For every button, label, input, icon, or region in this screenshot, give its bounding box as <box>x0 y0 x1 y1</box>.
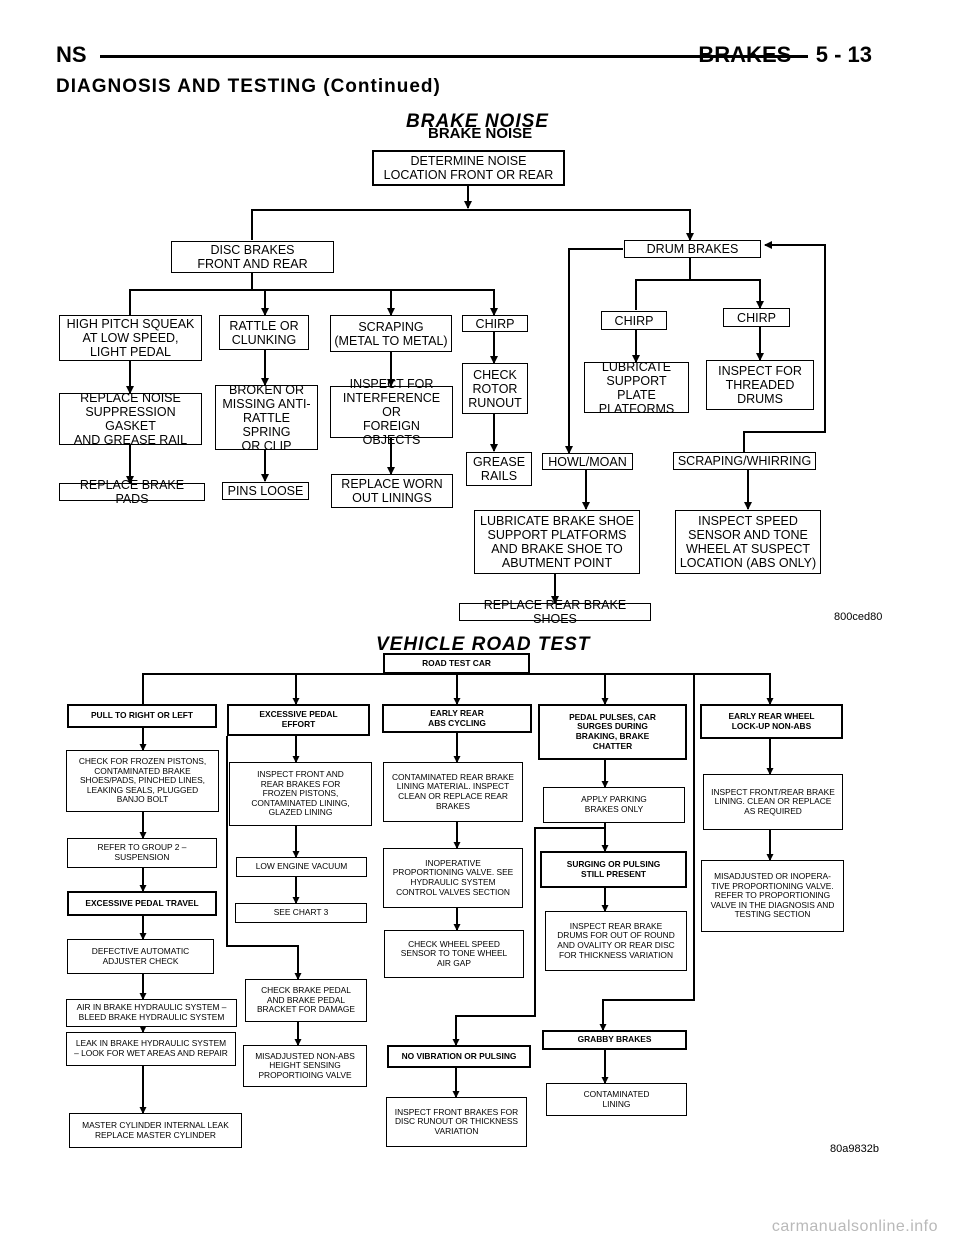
node-disc-brakes: DISC BRAKES FRONT AND REAR <box>171 241 334 273</box>
node-determine-noise: DETERMINE NOISE LOCATION FRONT OR REAR <box>372 150 565 186</box>
header-page-label: BRAKES 5 - 13 <box>698 42 872 67</box>
node-grabby-brakes: GRABBY BRAKES <box>542 1030 687 1050</box>
node-excessive-pedal-effort: EXCESSIVE PEDAL EFFORT <box>227 704 370 736</box>
node-early-rear-abs: EARLY REAR ABS CYCLING <box>382 704 532 733</box>
node-chirp-drum-left: CHIRP <box>601 311 667 330</box>
node-air-in-system: AIR IN BRAKE HYDRAULIC SYSTEM – BLEED BR… <box>66 999 237 1027</box>
node-road-test-car: ROAD TEST CAR <box>383 653 530 674</box>
header-rule <box>100 55 808 58</box>
node-inspect-front-disc: INSPECT FRONT BRAKES FOR DISC RUNOUT OR … <box>386 1097 527 1147</box>
node-rattle-clunking: RATTLE OR CLUNKING <box>219 315 309 350</box>
node-check-frozen-pistons: CHECK FOR FROZEN PISTONS, CONTAMINATED B… <box>66 750 219 812</box>
node-lubricate-support-plate: LUBRICATE SUPPORT PLATE PLATFORMS <box>584 360 689 416</box>
node-scraping-metal: SCRAPING (METAL TO METAL) <box>330 315 452 352</box>
node-inspect-front-rear: INSPECT FRONT AND REAR BRAKES FOR FROZEN… <box>229 762 372 826</box>
node-chirp-drum-right: CHIRP <box>723 308 790 327</box>
node-excessive-pedal-travel: EXCESSIVE PEDAL TRAVEL <box>67 891 217 916</box>
node-replace-worn-linings: REPLACE WORN OUT LININGS <box>331 474 453 508</box>
node-grease-rails: GREASE RAILS <box>466 452 532 486</box>
node-contaminated-lining: CONTAMINATED LINING <box>546 1083 687 1116</box>
road-test-figure-id: 80a9832b <box>830 1143 879 1155</box>
node-early-rear-lockup: EARLY REAR WHEEL LOCK-UP NON-ABS <box>700 704 843 739</box>
node-leak-in-system: LEAK IN BRAKE HYDRAULIC SYSTEM – LOOK FO… <box>66 1032 236 1066</box>
node-pins-loose: PINS LOOSE <box>222 482 309 500</box>
node-apply-parking: APPLY PARKING BRAKES ONLY <box>543 787 685 823</box>
node-low-engine-vacuum: LOW ENGINE VACUUM <box>236 857 367 877</box>
node-chirp-disc: CHIRP <box>462 315 528 332</box>
node-high-pitch-squeak: HIGH PITCH SQUEAK AT LOW SPEED, LIGHT PE… <box>59 315 202 361</box>
watermark-text: carmanualsonline.info <box>771 1218 938 1235</box>
node-drum-brakes: DRUM BRAKES <box>624 240 761 258</box>
brake-noise-figure-id: 800ced80 <box>834 611 883 623</box>
node-pedal-pulses: PEDAL PULSES, CAR SURGES DURING BRAKING,… <box>538 704 687 760</box>
node-master-cylinder: MASTER CYLINDER INTERNAL LEAK REPLACE MA… <box>69 1113 242 1148</box>
node-check-wheel-speed: CHECK WHEEL SPEED SENSOR TO TONE WHEEL A… <box>384 930 524 978</box>
node-inoperative-valve: INOPERATIVE PROPORTIONING VALVE. SEE HYD… <box>383 848 523 908</box>
node-check-brake-pedal: CHECK BRAKE PEDAL AND BRAKE PEDAL BRACKE… <box>245 979 367 1022</box>
node-misadjusted-valve: MISADJUSTED OR INOPERA- TIVE PROPORTIONI… <box>701 860 844 932</box>
node-misadjusted-non-abs: MISADJUSTED NON-ABS HEIGHT SENSING PROPO… <box>243 1045 367 1087</box>
node-defective-adjuster: DEFECTIVE AUTOMATIC ADJUSTER CHECK <box>67 939 214 974</box>
node-surging-pulsing: SURGING OR PULSING STILL PRESENT <box>540 851 687 888</box>
node-contaminated-rear: CONTAMINATED REAR BRAKE LINING MATERIAL.… <box>383 762 523 822</box>
node-inspect-rear-drums: INSPECT REAR BRAKE DRUMS FOR OUT OF ROUN… <box>545 911 687 971</box>
section-title: DIAGNOSIS AND TESTING (Continued) <box>56 76 441 97</box>
node-howl-moan: HOWL/MOAN <box>542 453 633 470</box>
brake-noise-subtitle: BRAKE NOISE <box>428 125 533 142</box>
node-lubricate-brake-shoe: LUBRICATE BRAKE SHOE SUPPORT PLATFORMS A… <box>474 510 640 574</box>
header-section-code: NS <box>56 42 87 67</box>
road-test-title: VEHICLE ROAD TEST <box>376 634 591 655</box>
node-replace-gasket: REPLACE NOISE SUPPRESSION GASKET AND GRE… <box>59 391 202 447</box>
node-see-chart-3: SEE CHART 3 <box>235 903 367 923</box>
brake-noise-title: BRAKE NOISE <box>406 111 549 132</box>
node-broken-spring: BROKEN OR MISSING ANTI- RATTLE SPRING OR… <box>215 383 318 453</box>
node-check-rotor-runout: CHECK ROTOR RUNOUT <box>462 363 528 414</box>
node-inspect-threaded-drums: INSPECT FOR THREADED DRUMS <box>706 360 814 410</box>
node-inspect-speed-sensor: INSPECT SPEED SENSOR AND TONE WHEEL AT S… <box>675 510 821 574</box>
node-inspect-lining: INSPECT FRONT/REAR BRAKE LINING. CLEAN O… <box>703 774 843 830</box>
node-scraping-whirring: SCRAPING/WHIRRING <box>673 452 816 470</box>
node-pull-right-left: PULL TO RIGHT OR LEFT <box>67 704 217 728</box>
node-no-vibration: NO VIBRATION OR PULSING <box>387 1045 531 1068</box>
node-refer-group-2: REFER TO GROUP 2 – SUSPENSION <box>67 838 217 868</box>
